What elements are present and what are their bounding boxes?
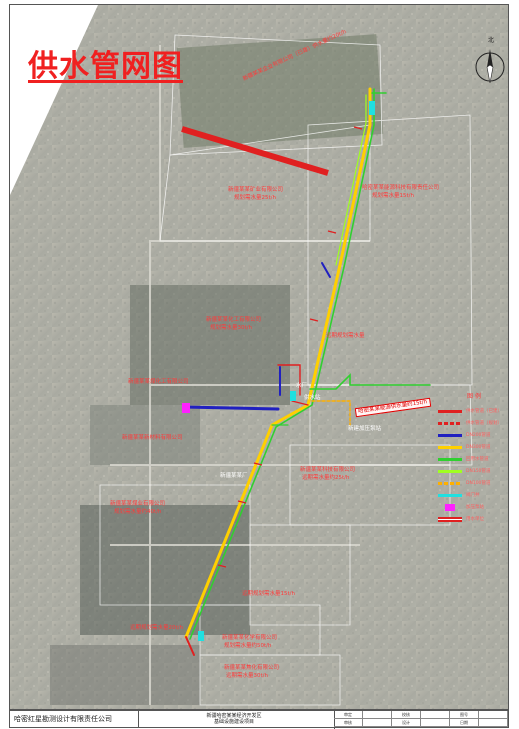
legend-swatch <box>438 516 462 522</box>
map-title: 供水管网图 <box>28 49 183 84</box>
tb-cell: 审定 <box>334 711 363 719</box>
tb-company: 哈密红星勘测设计有限责任公司 <box>10 711 139 727</box>
legend-label: DN150管道 <box>466 469 491 474</box>
tb-cell: 设计 <box>392 719 421 727</box>
legend-label: 供水管道（规划） <box>466 421 502 426</box>
map-label-east-company-2: 规划需水量15t/h <box>372 193 414 199</box>
legend-items: 供水管道（已建） 供水管道（规划） DN200管道 DN300管道回用水管道 DN150… <box>438 405 508 525</box>
legend-label: 阀门井 <box>466 493 480 498</box>
map-label-mid-west-1: 新疆某某化工有限公司 <box>206 317 262 323</box>
legend-swatch <box>438 481 462 485</box>
pipelines <box>182 87 431 656</box>
tb-cell <box>421 719 450 727</box>
tb-cell: 校核 <box>392 711 421 719</box>
map-label-west-company: 新疆某某煤化工有限公司 <box>128 379 189 385</box>
tb-cell <box>479 711 508 719</box>
legend-item: DN300管道 <box>438 441 508 453</box>
red-block <box>181 126 329 176</box>
pump-station-marker <box>182 403 190 413</box>
junction-ticks <box>217 126 363 568</box>
valve-marker-south <box>198 631 204 641</box>
tb-cell: 日期 <box>450 719 479 727</box>
map-label-water-station: 水厂 <box>296 383 308 389</box>
legend-label: DN100管道 <box>466 481 491 486</box>
map-label-southwest-1: 新疆某某煤业有限公司 <box>110 501 166 507</box>
tb-signature-grid: 审定 校核 图号审核 设计 日期 <box>334 711 510 727</box>
legend-label: DN300管道 <box>466 445 491 450</box>
legend-item: 加压泵站 <box>438 501 508 513</box>
map-label-bottom-east: 新疆某某焦化有限公司 <box>224 665 280 671</box>
title-block: 哈密红星勘测设计有限责任公司 新疆哈密某某经济开发区 基础设施建设项目 审定 校核… <box>9 710 510 729</box>
map-label-southeast-1: 新疆某某科技有限公司 <box>300 467 356 473</box>
legend-item: DN100管道 <box>438 477 508 489</box>
legend-swatch <box>438 433 462 437</box>
legend-swatch <box>438 445 462 449</box>
legend: 图 例 供水管道（已建） 供水管道（规划） DN200管道 DN300管道回用水管道 D… <box>438 391 508 525</box>
map-label-north-industry: 新疆某某矿业有限公司 <box>228 187 284 193</box>
top-plant-area <box>176 34 384 148</box>
legend-item: DN150管道 <box>438 465 508 477</box>
valve-marker-north <box>369 101 375 115</box>
legend-item: DN200管道 <box>438 429 508 441</box>
legend-item: 供水管道（规划） <box>438 417 508 429</box>
map-label-water-station-2: 供水站 <box>304 395 321 401</box>
legend-label: 加压泵站 <box>466 505 484 510</box>
legend-swatch <box>438 457 462 461</box>
bottom-road-area <box>50 645 200 705</box>
map-label-bottom-company-2: 规划需水量约50t/h <box>224 643 272 649</box>
tb-cell <box>421 711 450 719</box>
legend-swatch <box>438 421 462 425</box>
map-label-mid-west-2: 规划需水量30t/h <box>210 325 252 331</box>
tb-cell: 审核 <box>334 719 363 727</box>
north-arrow-icon <box>475 49 505 84</box>
tb-cell: 图号 <box>450 711 479 719</box>
map-label-south-lower: 远期规划需水量20t/h <box>130 625 183 631</box>
map-label-west-company-2: 新疆某某新材料有限公司 <box>122 435 183 441</box>
south-plant-area <box>80 505 250 635</box>
map-label-east-company: 哈密某某能源科技有限责任公司 <box>362 185 440 191</box>
legend-item: 用水单位 <box>438 513 508 525</box>
legend-swatch <box>438 409 462 413</box>
map-label-bottom-east-2: 远期需水量30t/h <box>226 673 268 679</box>
tb-project: 新疆哈密某某经济开发区 基础设施建设项目 <box>134 711 335 729</box>
map-label-pump-station: 新建加压泵站 <box>348 426 382 432</box>
west-facility <box>90 405 200 465</box>
map-label-southeast-2: 远期需水量约25t/h <box>302 475 350 481</box>
legend-label: 用水单位 <box>466 517 484 522</box>
legend-item: 供水管道（已建） <box>438 405 508 417</box>
aerial-map <box>10 5 508 709</box>
tb-cell <box>363 711 392 719</box>
tb-project-line1: 新疆哈密某某经济开发区 <box>206 713 262 719</box>
central-plant-area <box>130 285 290 405</box>
legend-item: 回用水管道 <box>438 453 508 465</box>
legend-swatch <box>438 469 462 473</box>
valve-marker-central <box>290 391 296 401</box>
legend-swatch <box>445 503 455 511</box>
legend-label: 回用水管道 <box>466 457 489 462</box>
map-label-bottom-company: 新疆某某化学有限公司 <box>222 635 278 641</box>
legend-label: 供水管道（已建） <box>466 409 502 414</box>
tb-cell <box>479 719 508 727</box>
map-label-south-plan: 远期规划需水量15t/h <box>242 591 295 597</box>
map-label-central-east: 远期规划需水量 <box>326 333 365 339</box>
map-label-north-industry-2: 规划需水量25t/h <box>234 195 276 201</box>
legend-item: 阀门井 <box>438 489 508 501</box>
legend-title: 图 例 <box>467 393 481 400</box>
legend-label: DN200管道 <box>466 433 491 438</box>
map-label-southwest-2: 规划需水量约40t/h <box>114 509 162 515</box>
north-letter: 北 <box>488 37 495 44</box>
map-label-small-factory: 新疆某某厂 <box>220 473 248 479</box>
tb-cell <box>363 719 392 727</box>
legend-swatch <box>438 493 462 497</box>
tb-project-line2: 基础设施建设项目 <box>213 719 254 725</box>
